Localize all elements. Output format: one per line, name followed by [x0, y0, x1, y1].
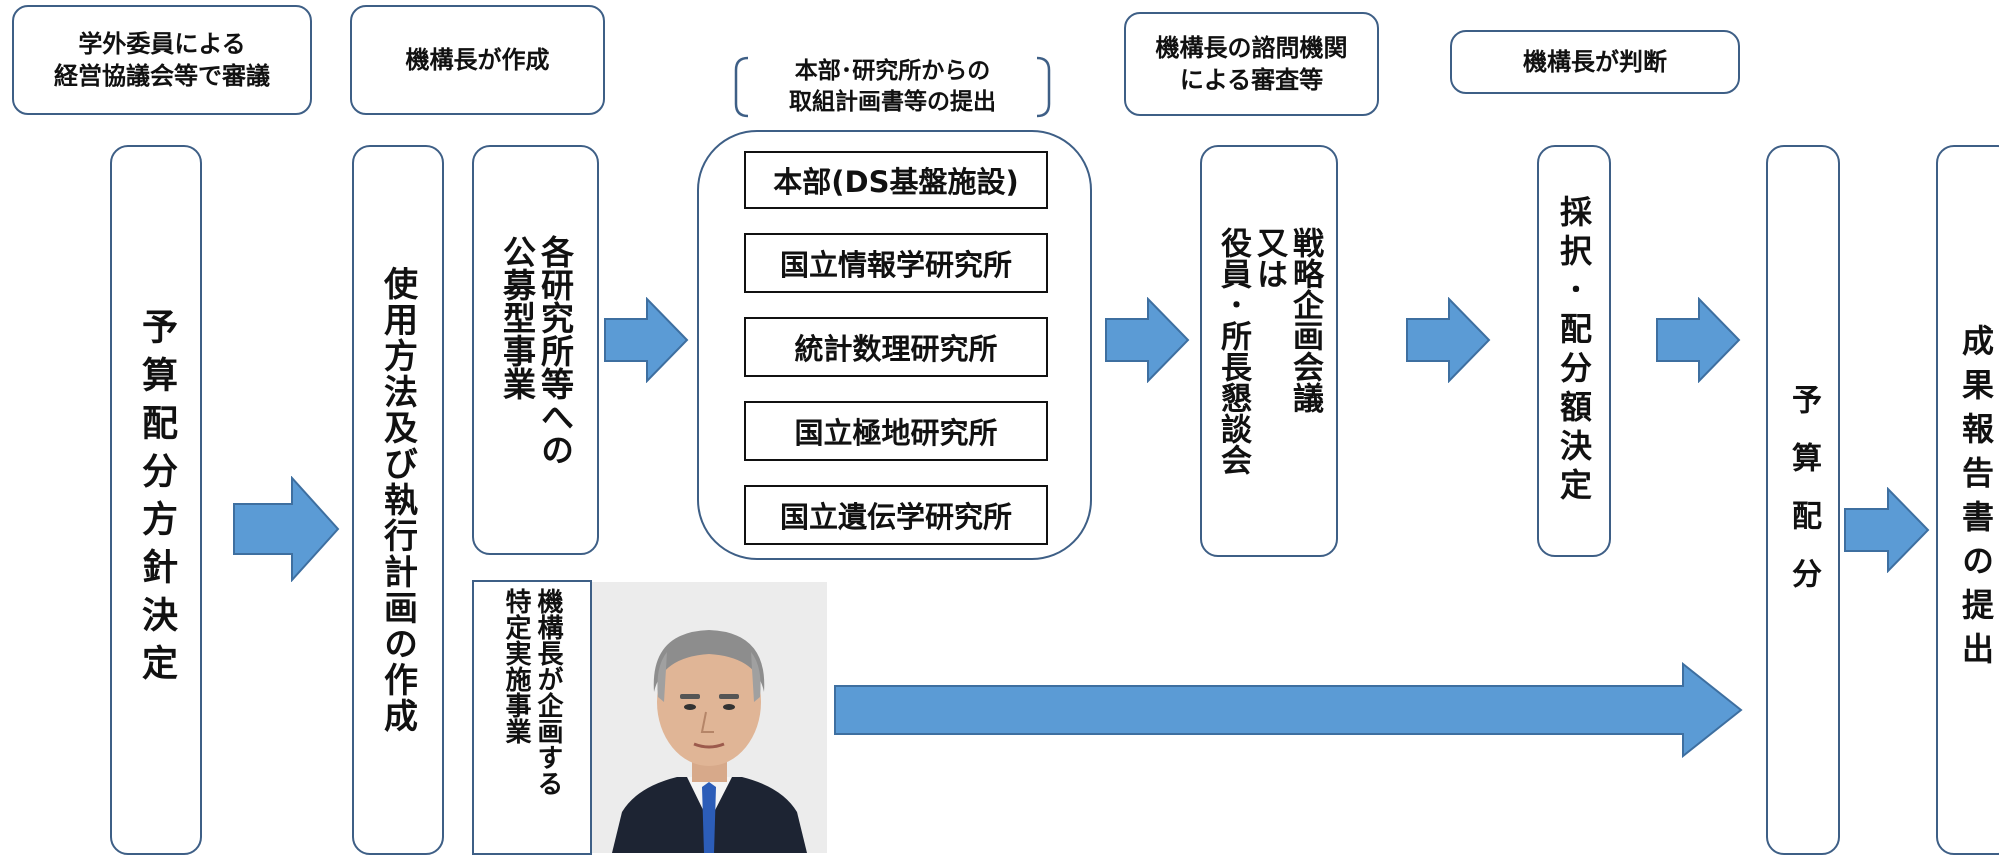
step-allocation-label: 予算配分: [1786, 384, 1821, 616]
arrow-to-adoption: [1406, 297, 1491, 383]
step-budget-policy-label: 予算配分方針決定: [136, 308, 177, 692]
step-budget-policy: 予算配分方針決定: [110, 145, 202, 855]
step-adoption-label: 採択･配分額決定: [1555, 195, 1593, 507]
step-review-body: 戦略企画会議 又は 役員･所長懇談会: [1200, 145, 1338, 557]
arrow-to-review: [1105, 297, 1190, 383]
institute-nipr: 国立極地研究所: [744, 401, 1048, 461]
step-report-label: 成果報告書の提出: [1957, 324, 1995, 676]
step-allocation: 予算配分: [1766, 145, 1840, 855]
note-advisory-review: 機構長の諮問機関 による審査等: [1124, 12, 1379, 116]
arrow-to-allocation: [1656, 297, 1741, 383]
note-external-committee: 学外委員による 経営協議会等で審議: [12, 5, 312, 115]
step-adoption: 採択･配分額決定: [1537, 145, 1611, 557]
note-submission: 本部･研究所からの 取組計画書等の提出: [789, 58, 996, 115]
step-director-project-label: 機構長が企画する 特定実施事業: [501, 588, 563, 796]
arrow-to-institutes: [604, 297, 689, 383]
step-usage-plan-label: 使用方法及び執行計画の作成: [377, 266, 418, 734]
institute-nii: 国立情報学研究所: [744, 233, 1048, 293]
step-review-body-label: 戦略企画会議 又は 役員･所長懇談会: [1215, 227, 1323, 475]
institute-honbu: 本部(DS基盤施設): [744, 151, 1048, 209]
institute-nig: 国立遺伝学研究所: [744, 485, 1048, 545]
arrow-to-report: [1844, 487, 1930, 573]
submission-bracket: [734, 56, 1051, 118]
note-director-judges: 機構長が判断: [1450, 30, 1740, 94]
step-report: 成果報告書の提出: [1936, 145, 1999, 855]
arrow-director-project-to-allocation: [834, 662, 1743, 758]
arrow-to-usage-plan: [233, 476, 340, 582]
step-public-call-label: 各研究所等への 公募型事業: [497, 234, 575, 466]
step-usage-plan: 使用方法及び執行計画の作成: [352, 145, 444, 855]
step-director-project: 機構長が企画する 特定実施事業: [472, 580, 592, 855]
step-public-call: 各研究所等への 公募型事業: [472, 145, 599, 555]
institute-ism: 統計数理研究所: [744, 317, 1048, 377]
institutes-container: [697, 130, 1092, 560]
note-director-creates: 機構長が作成: [350, 5, 605, 115]
director-portrait: [592, 582, 827, 853]
